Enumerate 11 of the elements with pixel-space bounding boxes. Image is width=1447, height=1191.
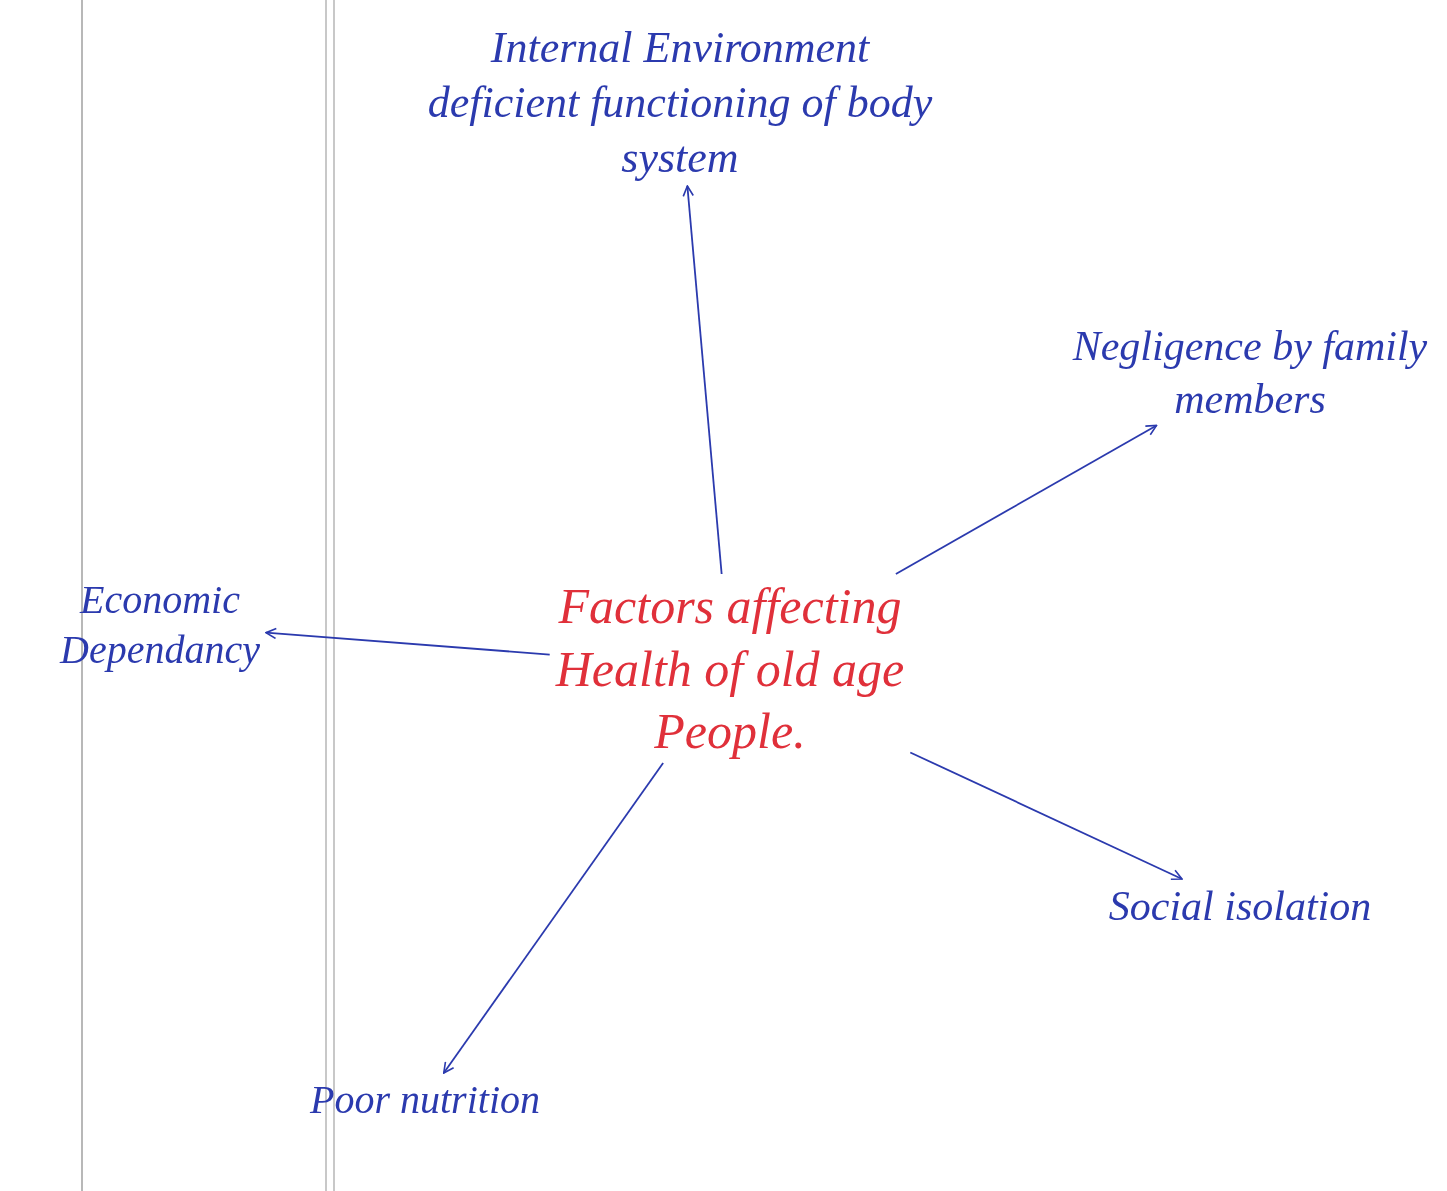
arrow [442,762,665,1074]
factor-text: Social isolation [1090,880,1390,933]
factor-text: Negligence by family members [1060,320,1440,425]
factor-text: Economic Dependancy [0,575,320,675]
arrow [909,751,1183,881]
factor-text: Poor nutrition [280,1075,570,1125]
topic-text: Factors affecting Health of old age People. [500,575,960,763]
arrow [894,424,1158,575]
factor-text: Internal Environment deficient functioning of body system [410,20,950,185]
arrow [265,627,551,656]
arrow [682,185,723,575]
